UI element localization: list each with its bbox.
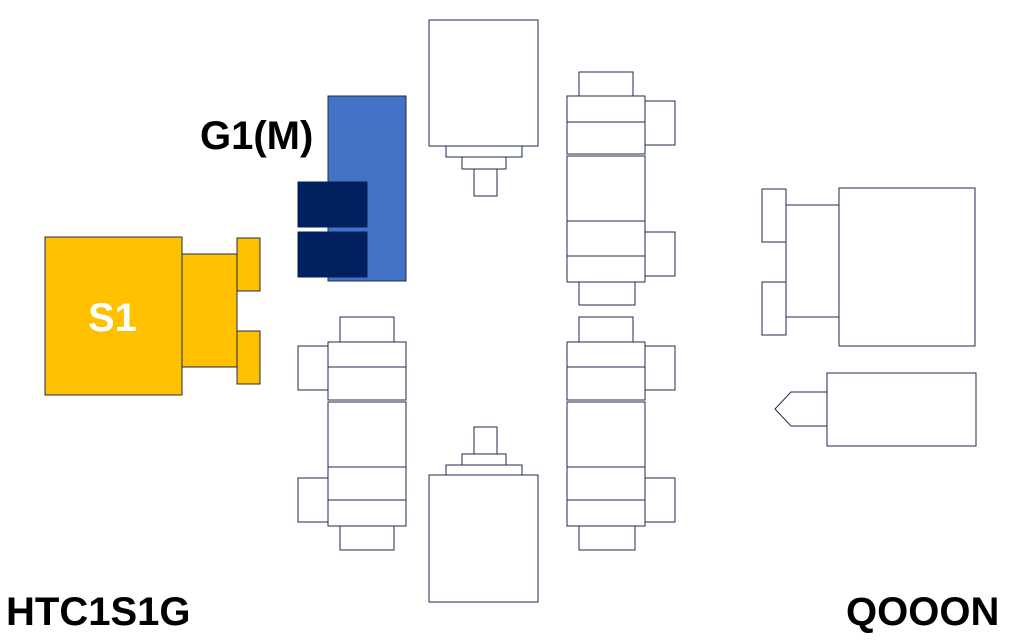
s1-label: S1 xyxy=(88,296,137,340)
bottom-left-label: HTC1S1G xyxy=(6,590,191,634)
top-center-component xyxy=(428,19,539,197)
right-side-component xyxy=(761,187,976,347)
g1-label: G1(M) xyxy=(200,114,314,158)
bottom-right-stack xyxy=(566,316,676,551)
right-pointed-component xyxy=(774,372,977,447)
bottom-left-stack xyxy=(297,316,407,551)
bottom-center-component xyxy=(428,426,539,603)
g1-block xyxy=(297,95,407,282)
bottom-right-label: QOOON xyxy=(846,590,1000,634)
top-right-stack xyxy=(566,71,676,306)
s1-block xyxy=(44,236,261,396)
